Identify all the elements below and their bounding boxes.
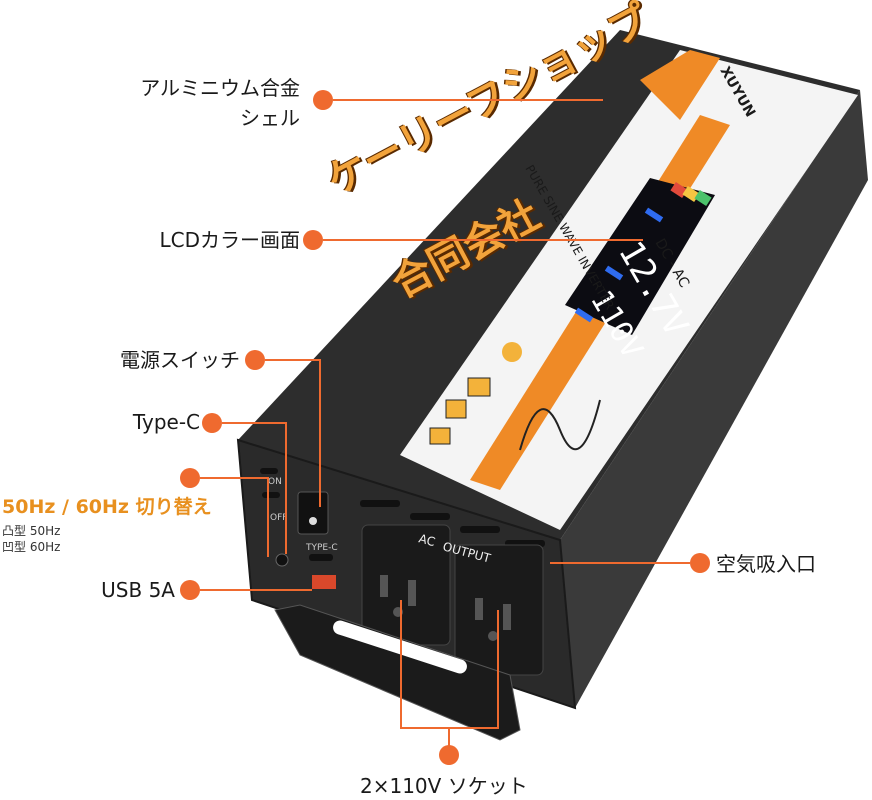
- callout-lcd-line: [323, 239, 643, 241]
- callout-lcd-dot: [303, 230, 323, 250]
- switch-on-label: ON: [268, 477, 282, 487]
- panel-ac-label: AC: [417, 531, 436, 549]
- callout-air-intake-line: [550, 562, 690, 564]
- callout-usb: USB 5A: [101, 578, 175, 602]
- callout-type-c-line-v: [285, 422, 287, 554]
- callout-power-switch-dot: [245, 350, 265, 370]
- callout-shell-line1: アルミニウム合金: [140, 76, 300, 100]
- callout-sockets: 2×110V ソケット: [360, 774, 528, 798]
- callout-type-c-line-h: [222, 422, 286, 424]
- callout-freq-line-h: [200, 477, 268, 479]
- callout-sockets-line-l: [400, 600, 402, 728]
- callout-type-c: Type-C: [132, 410, 200, 434]
- callout-power-switch-line-h: [265, 359, 320, 361]
- callout-shell-line: [333, 99, 603, 101]
- callout-sockets-line-v: [448, 727, 450, 749]
- callout-freq-concave: 凹型 60Hz: [2, 540, 61, 554]
- callout-air-intake-dot: [690, 553, 710, 573]
- callout-shell-dot: [313, 90, 333, 110]
- callout-sockets-dot: [439, 745, 459, 765]
- callout-lcd: LCDカラー画面: [159, 228, 300, 252]
- callout-sockets-line-r: [497, 610, 499, 728]
- callout-power-switch: 電源スイッチ: [120, 348, 240, 372]
- callout-shell-line2: シェル: [240, 106, 300, 130]
- callout-freq-dot: [180, 468, 200, 488]
- type-c-port-label: TYPE-C: [305, 543, 338, 553]
- callout-shell: アルミニウム合金 シェル: [95, 76, 300, 130]
- callout-usb-line: [200, 589, 312, 591]
- callout-freq-line-v: [267, 477, 269, 557]
- callout-type-c-dot: [202, 413, 222, 433]
- callout-air-intake: 空気吸入口: [716, 552, 816, 576]
- switch-off-label: OFF: [270, 513, 287, 523]
- callout-usb-dot: [180, 580, 200, 600]
- callout-freq-title: 50Hz / 60Hz 切り替え: [2, 496, 212, 518]
- callout-freq-convex: 凸型 50Hz: [2, 524, 61, 538]
- callout-power-switch-line-v: [319, 359, 321, 507]
